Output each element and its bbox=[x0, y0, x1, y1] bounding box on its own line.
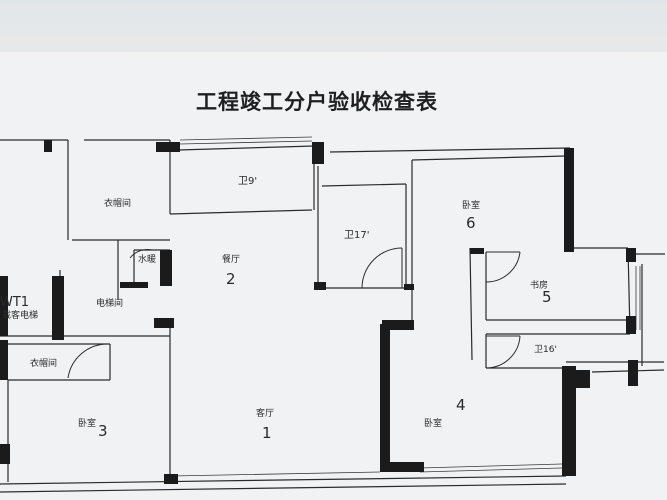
room-number-2: 2 bbox=[226, 270, 236, 288]
door-swings bbox=[67, 247, 521, 379]
room-label-dining: 餐厅 bbox=[222, 253, 240, 265]
room-number-6: 6 bbox=[466, 214, 476, 232]
room-number-4: 4 bbox=[456, 396, 466, 414]
windows bbox=[171, 136, 641, 477]
elevator-tag: WT1 bbox=[0, 295, 29, 310]
room-label-cloakroom-left: 衣帽间 bbox=[30, 357, 57, 369]
document-title: 工程竣工分户验收检查表 bbox=[196, 89, 438, 114]
room-label-bedroom-3: 卧室 bbox=[78, 417, 96, 429]
room-label-water-well: 水暖 bbox=[138, 253, 156, 265]
room-label-bedroom-4: 卧室 bbox=[424, 417, 442, 429]
room-label-bath-17: 卫17' bbox=[344, 230, 369, 241]
room-label-elevator-room: 电梯间 bbox=[96, 297, 123, 309]
elevator-note: 载客电梯 bbox=[2, 309, 38, 321]
structural-walls bbox=[0, 140, 638, 484]
paper-sheet bbox=[0, 52, 667, 500]
room-label-room-9: 卫9' bbox=[238, 176, 257, 187]
room-label-bedroom-6: 卧室 bbox=[462, 199, 480, 211]
room-label-cloakroom-top: 衣帽间 bbox=[104, 197, 131, 209]
room-number-5: 5 bbox=[542, 288, 552, 306]
room-number-1: 1 bbox=[262, 424, 272, 442]
room-label-bath-16: 卫16' bbox=[534, 345, 557, 355]
room-label-living: 客厅 bbox=[256, 407, 274, 419]
room-number-3: 3 bbox=[98, 422, 108, 440]
room-label-study: 书房 bbox=[530, 279, 548, 291]
